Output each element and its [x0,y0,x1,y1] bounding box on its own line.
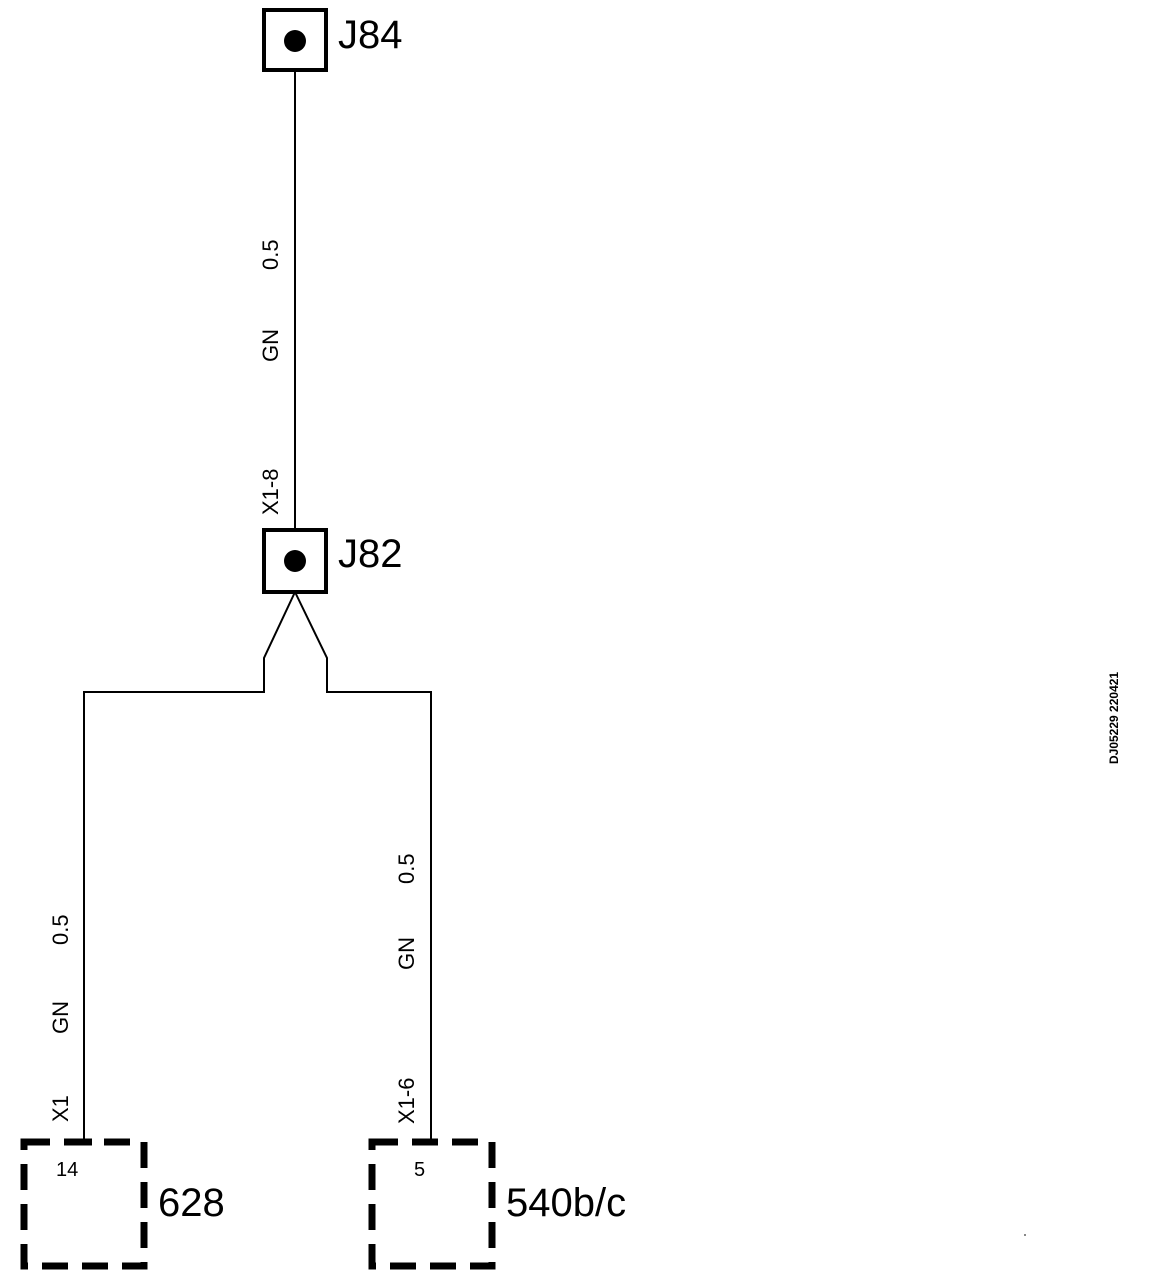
wire-left-size: 0.5 [48,914,73,945]
junction-dot [284,30,306,52]
wire-left [83,591,296,1140]
junction-label-j82: J82 [338,532,403,576]
speck [1024,1234,1026,1236]
wire-top-color: GN [258,329,283,362]
drawing-reference: DJ05229 220421 [1107,672,1121,764]
wire-top-size: 0.5 [258,239,283,270]
wire-right-color: GN [394,937,419,970]
junction-j84: J84 [262,8,403,72]
wire-right [294,591,432,1140]
component-pin-left: 14 [56,1159,78,1181]
wire-left-color: GN [48,1001,73,1034]
wire-left-connector: X1 [48,1095,73,1122]
component-box [20,1138,148,1270]
component-label-right: 540b/c [506,1181,626,1225]
wire-right-size: 0.5 [394,853,419,884]
junction-label-j84: J84 [338,13,403,57]
component-540bc: 5 540b/c [368,1138,626,1270]
junction-dot [284,550,306,572]
component-box [368,1138,496,1270]
wire-top-connector: X1-8 [258,469,283,515]
junction-j82: J82 [262,528,403,594]
component-pin-right: 5 [414,1159,425,1181]
wire-right-connector: X1-6 [394,1078,419,1124]
component-label-left: 628 [158,1181,225,1225]
component-628: 14 628 [20,1138,225,1270]
